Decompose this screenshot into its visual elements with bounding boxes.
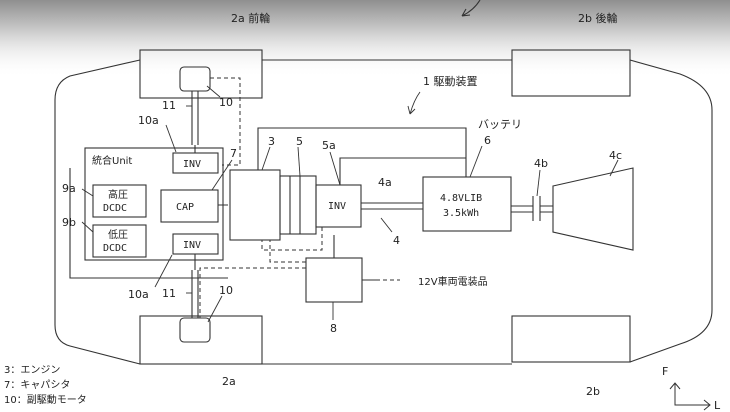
shaft-4a <box>361 202 423 210</box>
label-lv-dcdc-1: 低圧 <box>108 228 128 241</box>
clutch-4b <box>532 196 541 221</box>
label-battery-spec-2: 3.5kWh <box>443 208 479 219</box>
legend-item-engine: 3：エンジン <box>4 365 60 376</box>
label-cap: CAP <box>176 202 194 213</box>
leader-6 <box>469 145 483 178</box>
ref-6: 6 <box>484 134 491 147</box>
hv-dcdc-box <box>92 184 147 218</box>
legend-item-sub-motor: 10：副駆動モータ <box>4 393 87 406</box>
axle-top <box>191 91 199 145</box>
label-inv-top: INV <box>183 159 201 170</box>
leader-10-top <box>206 85 221 98</box>
label-battery: バッテリ <box>478 118 522 131</box>
label-integrated-unit: 統合Unit <box>92 154 132 167</box>
controller-box-8 <box>305 257 363 303</box>
ref-5a: 5a <box>322 139 336 152</box>
bus-wire <box>339 157 466 185</box>
motor-5-divider <box>289 176 301 234</box>
axle-bottom <box>191 270 199 318</box>
sub-drive-motor-bottom <box>179 317 211 343</box>
label-wheel-rear-top: 2b 後輪 <box>578 11 617 25</box>
top-shading <box>0 0 730 78</box>
ref-11-bottom: 11 <box>162 287 176 300</box>
leader-4 <box>380 217 393 233</box>
leader-1 <box>407 91 421 115</box>
ref-4b: 4b <box>534 157 548 170</box>
inv-5a <box>315 184 362 228</box>
engine-3 <box>229 169 281 241</box>
leader-9b <box>81 221 94 233</box>
dashed-box8-b <box>269 240 306 263</box>
leader-4c <box>609 159 619 177</box>
leader-7 <box>211 159 233 191</box>
motor-5 <box>279 175 317 235</box>
label-battery-spec-1: 4.8VLIB <box>440 193 482 204</box>
shaft-to-clutch <box>511 205 533 213</box>
ref-10-bottom: 10 <box>219 284 233 297</box>
legend-item-capacitor: 7：キャパシタ <box>4 379 70 391</box>
ref-3: 3 <box>268 135 275 148</box>
ref-9b: 9b <box>62 216 76 229</box>
dashed-top-motor <box>210 77 241 166</box>
ref-7: 7 <box>230 147 237 160</box>
leader-10-bottom <box>207 295 223 323</box>
dashed-inv-5a <box>261 227 323 251</box>
leader-5 <box>297 146 301 177</box>
ref-8: 8 <box>330 322 337 335</box>
lv-dcdc-box <box>92 224 147 258</box>
label-wheel-front-top: 2a 前輪 <box>231 11 270 25</box>
label-direction-f: F <box>662 365 668 378</box>
label-hv-dcdc-2: DCDC <box>103 203 127 214</box>
wheel-rear-bottom <box>511 315 631 363</box>
label-inv-5a: INV <box>328 201 346 212</box>
wheel-rear-top <box>511 49 631 97</box>
label-wheel-front-bottom: 2a <box>222 375 236 388</box>
leader-10a-top <box>165 124 177 153</box>
leader-4b <box>536 169 541 197</box>
leader-3 <box>261 146 271 171</box>
ref-11-top: 11 <box>162 99 176 112</box>
label-wheel-rear-bottom: 2b <box>586 385 600 398</box>
wheel-front-top <box>139 49 263 99</box>
leader-10a-bottom <box>154 254 173 288</box>
label-inv-bottom: INV <box>183 240 201 251</box>
battery-wire <box>218 127 467 206</box>
ref-4a: 4a <box>378 176 392 189</box>
label-accessories: 12V車両電装品 <box>418 275 488 288</box>
top-arrow-fragment <box>461 0 481 17</box>
ref-5: 5 <box>296 135 303 148</box>
leader-5a <box>329 151 341 186</box>
shaft-to-4c <box>540 205 553 213</box>
sub-drive-motor-top <box>179 66 211 92</box>
direction-arrows <box>669 382 711 411</box>
dashed-box8 <box>199 267 306 318</box>
integrated-unit-box <box>84 147 224 261</box>
ref-4c: 4c <box>609 149 622 162</box>
cap-box <box>160 189 219 223</box>
ref-9a: 9a <box>62 182 76 195</box>
wheel-front-bottom <box>139 315 263 365</box>
drive-unit-4c <box>552 167 634 251</box>
integrated-unit-outer <box>69 168 228 279</box>
label-drive-device: 1 駆動装置 <box>423 74 478 88</box>
ref-10-top: 10 <box>219 96 233 109</box>
ref-10a-bottom: 10a <box>128 288 149 301</box>
label-direction-l: L <box>714 399 721 412</box>
battery-6 <box>422 176 512 232</box>
leader-9a <box>81 188 94 197</box>
ref-4: 4 <box>393 234 400 247</box>
label-lv-dcdc-2: DCDC <box>103 243 127 254</box>
vehicle-body-outline <box>54 59 713 365</box>
ref-10a-top: 10a <box>138 114 159 127</box>
label-hv-dcdc-1: 高圧 <box>108 188 128 201</box>
